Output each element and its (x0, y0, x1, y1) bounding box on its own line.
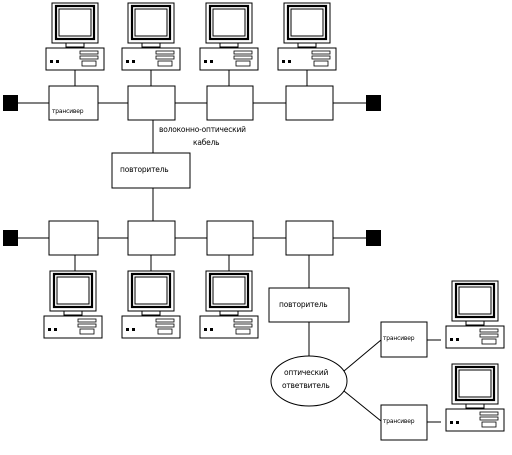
repeater-label: повторитель (279, 300, 328, 309)
right-computers (444, 279, 506, 433)
computer-icon (198, 269, 260, 340)
optical-splitter (270, 355, 348, 407)
computer-icon (120, 1, 182, 72)
transceiver-box (285, 85, 334, 121)
bottom-computers (42, 269, 260, 340)
fiber-cable-label: волоконно-оптический (159, 125, 246, 134)
computer-icon (42, 269, 104, 340)
transceiver-box (48, 85, 99, 121)
computer-icon (444, 362, 506, 433)
transceiver-box (127, 220, 176, 256)
top-computers (44, 1, 338, 72)
terminator-icon (366, 230, 381, 246)
transceiver-box (206, 220, 254, 256)
computer-icon (120, 269, 182, 340)
computer-icon (276, 1, 338, 72)
terminator-icon (366, 95, 381, 111)
computer-icon (44, 1, 106, 72)
fiber-cable-label: кабель (193, 138, 220, 147)
transceiver-label: трансивер (52, 108, 84, 115)
transceiver-box (285, 220, 334, 256)
optical-splitter-label: оптический (284, 368, 329, 377)
optical-splitter-label: ответвитель (282, 381, 330, 390)
transceiver-label: трансивер (383, 418, 415, 425)
computer-icon (198, 1, 260, 72)
repeater-label: повторитель (120, 165, 169, 174)
transceiver-box (380, 404, 428, 441)
transceiver-box (206, 85, 254, 121)
repeater-box (111, 152, 191, 189)
terminator-icon (3, 95, 18, 111)
computer-icon (444, 279, 506, 350)
transceiver-box (127, 85, 176, 121)
transceiver-label: трансивер (383, 335, 415, 342)
transceiver-box (48, 220, 99, 256)
terminator-icon (3, 230, 18, 246)
